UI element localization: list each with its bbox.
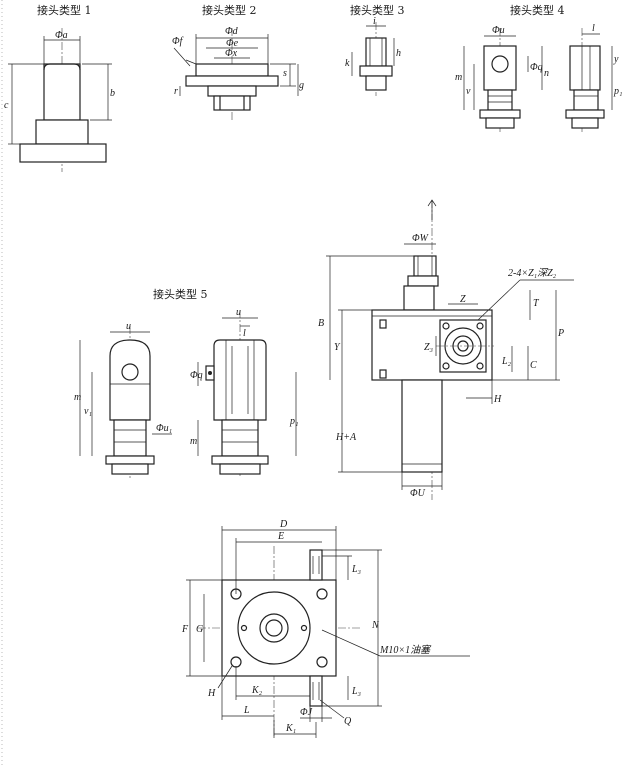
- dim-y-4: y: [613, 54, 619, 65]
- dim-b: b: [110, 88, 115, 99]
- dim-m-5: m: [74, 392, 81, 403]
- dim-c: c: [4, 100, 9, 111]
- dim-phi-u1: Φu₁: [156, 423, 172, 434]
- dim-E: E: [277, 531, 284, 542]
- dim-G: G: [196, 624, 203, 635]
- dim-u-5-side: u: [236, 307, 241, 318]
- dim-P: P: [557, 328, 564, 339]
- dim-m-5-side: m: [190, 436, 197, 447]
- dim-H-front: H: [493, 394, 502, 405]
- dim-L3-top: L₃: [351, 564, 362, 575]
- dim-phi-W: ΦW: [412, 233, 430, 244]
- dim-phi-e: Φe: [226, 38, 239, 49]
- dim-H-bottom: H: [207, 688, 216, 699]
- dim-phi-x: Φx: [225, 48, 238, 59]
- dim-T: T: [533, 298, 540, 309]
- dim-B: B: [318, 318, 324, 329]
- dim-v-4: v: [466, 86, 471, 97]
- dim-N: N: [371, 620, 380, 631]
- dim-L3-bottom: L₃: [351, 686, 362, 697]
- dim-u-5: u: [126, 321, 131, 332]
- dim-l-4: l: [592, 23, 595, 34]
- dim-phi-q-5: Φq: [190, 370, 203, 381]
- dim-phi-u: Φu: [492, 25, 505, 36]
- dim-s: s: [283, 68, 287, 79]
- dim-K1: K₁: [285, 723, 296, 734]
- dim-l-5: l: [243, 328, 246, 339]
- dim-p1-5: p₁: [289, 416, 298, 427]
- dim-v1-5: v₁: [84, 406, 92, 417]
- title-type-4: 接头类型 4: [510, 3, 565, 17]
- bottom-plan-view: D E L₃ F G N M10×1油塞 H K₂ L₃ L ΦJ Q: [181, 519, 470, 738]
- joint-type-1: 接头类型 1 Φa b c: [4, 3, 115, 172]
- dim-Z3: Z₃: [424, 342, 434, 353]
- joint-type-3: 接头类型 3 i h k: [345, 3, 405, 96]
- joint-type-2: 接头类型 2 Φd Φe Φx Φf s g r: [172, 3, 304, 120]
- dim-phi-d: Φd: [225, 26, 239, 37]
- dim-p1-4: p₁: [613, 86, 622, 97]
- dim-H-plus-A: H+A: [335, 432, 357, 443]
- dim-L2: L₂: [501, 356, 512, 367]
- title-type-3: 接头类型 3: [350, 3, 405, 17]
- dim-m-4: m: [455, 72, 462, 83]
- dim-n-4: n: [544, 68, 549, 79]
- dim-C: C: [530, 360, 537, 371]
- dim-F: F: [181, 624, 189, 635]
- title-type-2: 接头类型 2: [202, 3, 257, 17]
- dim-phi-a: Φa: [55, 30, 68, 41]
- dim-K2: K₂: [251, 685, 263, 696]
- main-front-view: ΦW 2-4×Z₁深Z₂ Z T B Y Z₃ P L₂ C H H+A ΦU: [318, 199, 574, 500]
- joint-type-5: 接头类型 5 u m v₁ Φu₁ u l: [74, 287, 298, 478]
- title-type-5: 接头类型 5: [153, 287, 208, 301]
- dim-L: L: [243, 705, 250, 716]
- dim-Y: Y: [334, 342, 341, 353]
- dim-r: r: [174, 86, 178, 97]
- dim-Z: Z: [460, 294, 466, 305]
- dim-phi-U: ΦU: [410, 488, 426, 499]
- joint-type-4: 接头类型 4 Φu m v Φq n l y p₁: [455, 3, 622, 132]
- dim-Q: Q: [344, 716, 352, 727]
- dim-phi-f: Φf: [172, 36, 184, 47]
- dim-k: k: [345, 58, 350, 69]
- note-oil-plug: M10×1油塞: [379, 644, 432, 656]
- title-type-1: 接头类型 1: [37, 3, 92, 17]
- dim-i: i: [373, 16, 376, 27]
- dim-D: D: [279, 519, 288, 530]
- note-holes: 2-4×Z₁深Z₂: [508, 267, 557, 279]
- dim-g: g: [299, 80, 304, 91]
- dim-h: h: [396, 48, 401, 59]
- dim-phi-J: ΦJ: [300, 707, 313, 718]
- dim-phi-q: Φq: [530, 62, 543, 73]
